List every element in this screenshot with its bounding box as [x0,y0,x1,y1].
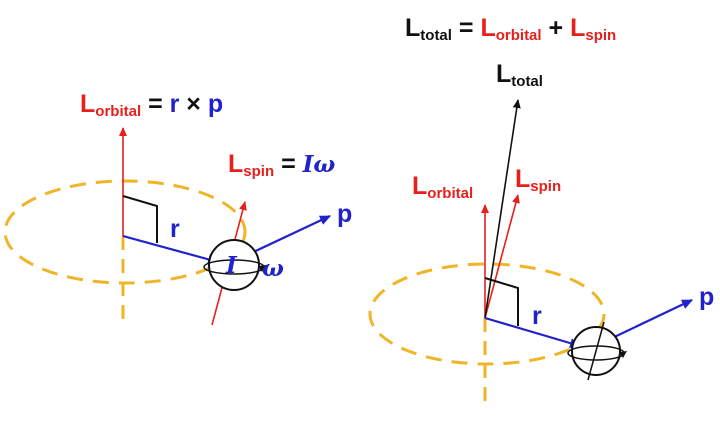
right-total-equation: Ltotal = Lorbital + Lspin [405,14,616,44]
right-l-orbital-label: Lorbital [412,172,473,202]
right-r-label: r [532,302,542,330]
left-orbital-formula: Lorbital = r × p [80,90,223,120]
left-spinning-body [208,239,260,291]
left-moment-of-inertia-label: I [225,252,238,279]
left-spin-rotation-arrow [258,265,266,272]
right-panel: Ltotal = Lorbital + Lspin Ltotal Lorbita… [368,14,714,410]
right-spin-rotation-arrow [619,351,627,358]
right-p-vector [607,299,693,341]
right-r-vector [484,316,581,348]
left-r-label: r [170,215,180,243]
left-p-label: p [337,200,352,228]
left-spin-formula: Lspin = Iω [228,150,335,180]
right-l-total-arrow [484,99,521,319]
right-spin-axis-stub [587,321,605,381]
right-l-spin-arrow [484,194,520,319]
left-omega-label: ω [262,255,284,282]
right-l-total-label: Ltotal [496,60,543,90]
right-right-angle-marker [484,277,519,326]
right-orbit-path [368,262,606,366]
left-p-vector [244,215,331,257]
left-right-angle-marker [122,195,158,243]
left-panel: Lorbital = r × p Lspin = Iω r p I ω [3,90,352,326]
right-p-label: p [699,283,714,311]
right-l-spin-label: Lspin [515,165,561,195]
left-orbit-path [3,179,247,285]
left-r-vector [122,234,219,265]
